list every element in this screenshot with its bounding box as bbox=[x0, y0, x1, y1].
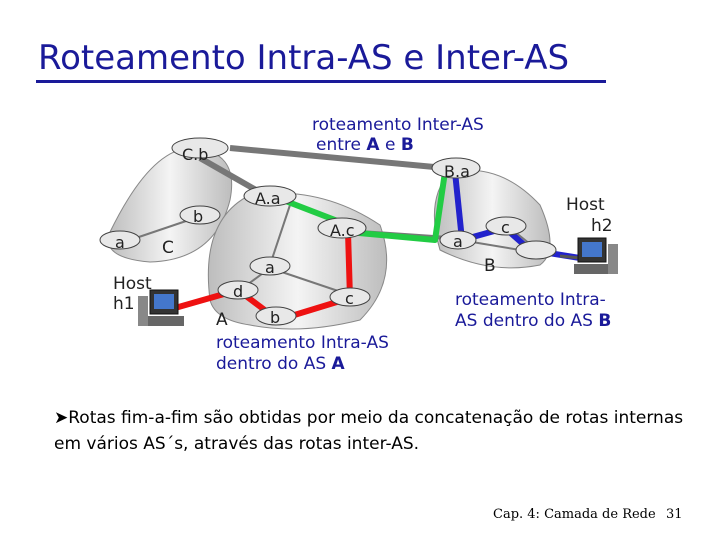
as-c-cloud bbox=[108, 147, 233, 263]
router-a-a: a bbox=[249, 256, 291, 277]
router-c-b-label: b bbox=[193, 207, 203, 226]
host2-label-line1: Host bbox=[566, 195, 605, 215]
inter-as-label-as-b: B bbox=[400, 135, 414, 155]
intra-as-b-label-line1: roteamento Intra- bbox=[455, 290, 606, 310]
link-intra-c bbox=[129, 217, 196, 241]
link-intra-a4 bbox=[269, 204, 291, 266]
router-a-b-label: b bbox=[270, 308, 280, 327]
intra-as-a-label-line1: roteamento Intra-AS bbox=[216, 333, 389, 353]
bullet-arrow-icon: ➤ bbox=[54, 408, 69, 428]
host-h2-computer-icon bbox=[574, 237, 618, 274]
bullet-text: ➤Rotas fim-a-fim são obtidas por meio da… bbox=[54, 405, 694, 457]
intra-as-b-label-as: B bbox=[598, 311, 612, 331]
router-c-a: a bbox=[99, 230, 141, 252]
bullet-body: Rotas fim-a-fim são obtidas por meio da … bbox=[54, 408, 684, 454]
as-c-label: C bbox=[162, 238, 174, 258]
intra-as-a-label-prefix: dentro do AS bbox=[216, 354, 332, 374]
intra-as-b-label-prefix: AS dentro do AS bbox=[455, 311, 599, 331]
host1-label-line2: h1 bbox=[113, 294, 135, 314]
footer-page-number: 31 bbox=[666, 507, 683, 522]
host-h1-computer-icon bbox=[138, 289, 184, 326]
inter-as-label-prefix: entre bbox=[316, 135, 367, 155]
intra-as-a-label-as: A bbox=[331, 354, 345, 374]
as-a-label: A bbox=[216, 310, 228, 330]
router-a-c: c bbox=[329, 287, 371, 308]
host2-link bbox=[559, 254, 581, 260]
intra-as-a-label-line2: dentro do AS A bbox=[216, 354, 345, 374]
router-c-b: b bbox=[179, 205, 221, 226]
router-a-d: d bbox=[217, 280, 259, 301]
host2-label-line2: h2 bbox=[591, 216, 613, 236]
router-ac-label: A.c bbox=[330, 221, 355, 240]
inter-as-label-as-a: A bbox=[366, 135, 380, 155]
router-ba: B.a bbox=[431, 157, 481, 181]
router-cb-label: C.b bbox=[182, 145, 208, 164]
footer-chapter: Cap. 4: Camada de Rede bbox=[493, 507, 656, 522]
router-aa-label: A.a bbox=[255, 189, 281, 208]
router-c-a-label: a bbox=[115, 233, 125, 252]
host1-label-line1: Host bbox=[113, 274, 152, 294]
router-a-a-label: a bbox=[265, 258, 275, 277]
slide-title: Roteamento Intra-AS e Inter-AS bbox=[38, 38, 570, 78]
router-cb: C.b bbox=[171, 137, 229, 164]
router-ac: A.c bbox=[317, 217, 367, 240]
router-b-a-label: a bbox=[453, 232, 463, 251]
inter-as-label-line2: entre A e B bbox=[316, 135, 414, 155]
inter-as-label-conj: e bbox=[379, 135, 401, 155]
link-cb-ba bbox=[229, 145, 446, 171]
router-aa: A.a bbox=[243, 185, 297, 208]
intra-as-b-label-line2: AS dentro do AS B bbox=[455, 311, 611, 331]
router-a-c-label: c bbox=[345, 289, 354, 308]
router-b-b bbox=[515, 240, 557, 260]
router-ba-label: B.a bbox=[444, 162, 470, 181]
inter-as-label-line1: roteamento Inter-AS bbox=[312, 115, 484, 135]
router-b-c: c bbox=[485, 216, 527, 237]
as-a-cloud bbox=[207, 192, 388, 330]
router-b-c-label: c bbox=[501, 218, 510, 237]
router-a-d-label: d bbox=[233, 282, 243, 301]
router-b-a: a bbox=[439, 230, 477, 251]
as-b-label: B bbox=[484, 256, 496, 276]
router-a-b: b bbox=[255, 306, 297, 327]
title-underline bbox=[36, 80, 606, 83]
